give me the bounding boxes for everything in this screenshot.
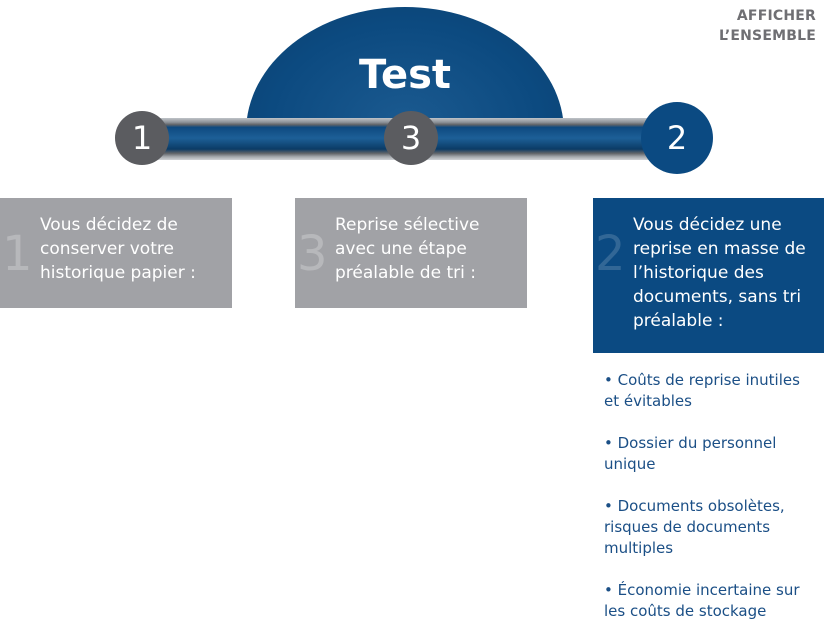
card-number: 2 [595, 226, 626, 282]
page-title: Test [358, 52, 452, 98]
list-item: • Économie incertaine sur les coûts de s… [604, 581, 800, 620]
option-card-3[interactable]: 3 Reprise sélective avec une étape préal… [295, 198, 527, 308]
list-item: • Dossier du personnel unique [604, 434, 777, 473]
step-circle-2[interactable]: 2 [641, 102, 713, 174]
consequences-list: • Coûts de reprise inutiles et évitables… [604, 370, 816, 643]
card-text: Reprise sélective avec une étape préalab… [335, 215, 480, 283]
list-item: • Documents obsolètes, risques de docume… [604, 497, 785, 557]
step-circle-1[interactable]: 1 [115, 111, 169, 165]
show-all-line2: L’ENSEMBLE [718, 28, 816, 44]
card-text: Vous décidez une reprise en masse de l’h… [633, 215, 806, 331]
show-all-link[interactable]: AFFICHER L’ENSEMBLE [719, 6, 816, 46]
card-number: 3 [297, 226, 328, 282]
card-number: 1 [2, 226, 33, 282]
step-circle-3[interactable]: 3 [384, 111, 438, 165]
option-card-1[interactable]: 1 Vous décidez de conserver votre histor… [0, 198, 232, 308]
list-item: • Coûts de reprise inutiles et évitables [604, 371, 800, 410]
show-all-line1: AFFICHER [736, 8, 816, 24]
card-text: Vous décidez de conserver votre historiq… [40, 215, 196, 283]
option-card-2[interactable]: 2 Vous décidez une reprise en masse de l… [593, 198, 824, 353]
